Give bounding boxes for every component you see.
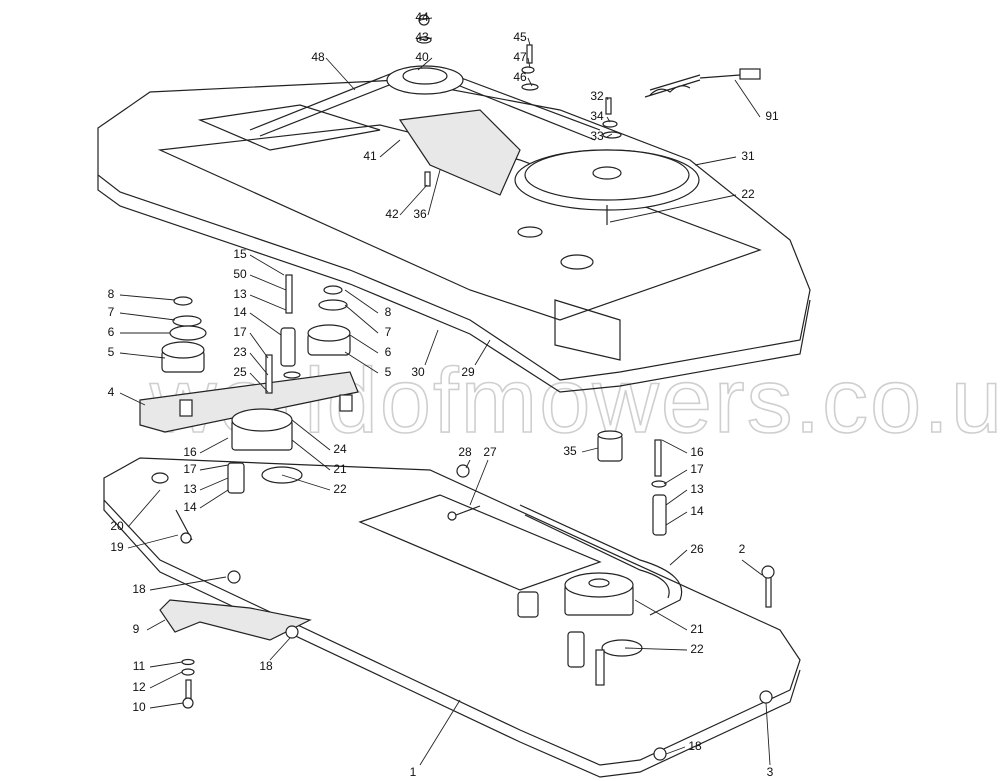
base-plate bbox=[103, 457, 801, 778]
callout: 8 bbox=[385, 305, 392, 319]
callout: 18 bbox=[688, 739, 702, 753]
callout: 47 bbox=[513, 50, 527, 64]
callout: 3 bbox=[767, 765, 774, 779]
callout: 13 bbox=[233, 287, 247, 301]
drive-pulleys bbox=[249, 14, 761, 225]
callout: 16 bbox=[183, 445, 197, 459]
callout: 18 bbox=[132, 582, 146, 596]
callout: 4 bbox=[108, 385, 115, 399]
callout: 5 bbox=[385, 365, 392, 379]
callout: 23 bbox=[233, 345, 247, 359]
callout: 13 bbox=[690, 482, 704, 496]
callout: 24 bbox=[333, 442, 347, 456]
callout: 33 bbox=[590, 129, 604, 143]
callout: 48 bbox=[311, 50, 325, 64]
callout: 17 bbox=[233, 325, 247, 339]
bracket-assembly bbox=[139, 274, 359, 451]
callout: 34 bbox=[590, 109, 604, 123]
callout: 14 bbox=[183, 500, 197, 514]
callout: 18 bbox=[259, 659, 273, 673]
callout: 16 bbox=[690, 445, 704, 459]
callout: 42 bbox=[385, 207, 399, 221]
callout: 14 bbox=[233, 305, 247, 319]
leader-lines bbox=[119, 17, 771, 766]
callout: 12 bbox=[132, 680, 146, 694]
callout: 17 bbox=[183, 462, 197, 476]
callout: 21 bbox=[333, 462, 347, 476]
callout: 11 bbox=[133, 659, 146, 673]
callout: 27 bbox=[483, 445, 497, 459]
callout: 6 bbox=[108, 325, 115, 339]
callout: 50 bbox=[233, 267, 247, 281]
callout-labels: 44 43 40 48 45 47 46 32 34 33 91 31 41 4… bbox=[108, 10, 779, 779]
callout: 46 bbox=[513, 70, 527, 84]
callout: 45 bbox=[513, 30, 527, 44]
callout: 22 bbox=[690, 642, 704, 656]
callout: 7 bbox=[108, 305, 115, 319]
callout: 26 bbox=[690, 542, 704, 556]
callout: 30 bbox=[411, 365, 425, 379]
callout: 31 bbox=[741, 149, 755, 163]
callout: 21 bbox=[690, 622, 704, 636]
callout: 44 bbox=[415, 10, 429, 24]
callout: 10 bbox=[132, 700, 146, 714]
callout: 19 bbox=[110, 540, 124, 554]
callout: 14 bbox=[690, 504, 704, 518]
callout: 15 bbox=[233, 247, 247, 261]
callout: 1 bbox=[410, 765, 417, 779]
callout: 5 bbox=[108, 345, 115, 359]
callout: 29 bbox=[461, 365, 475, 379]
callout: 13 bbox=[183, 482, 197, 496]
callout: 91 bbox=[765, 109, 779, 123]
callout: 7 bbox=[385, 325, 392, 339]
callout: 2 bbox=[739, 542, 746, 556]
callout: 25 bbox=[233, 365, 247, 379]
callout: 36 bbox=[413, 207, 427, 221]
callout: 20 bbox=[110, 519, 124, 533]
callout: 32 bbox=[590, 89, 604, 103]
callout: 28 bbox=[458, 445, 472, 459]
callout: 6 bbox=[385, 345, 392, 359]
callout: 17 bbox=[690, 462, 704, 476]
callout: 40 bbox=[415, 50, 429, 64]
callout: 41 bbox=[363, 149, 377, 163]
callout: 9 bbox=[133, 622, 140, 636]
toothed-belt bbox=[175, 430, 775, 761]
callout: 35 bbox=[563, 444, 577, 458]
callout: 8 bbox=[108, 287, 115, 301]
callout: 43 bbox=[415, 30, 429, 44]
callout: 22 bbox=[333, 482, 347, 496]
callout: 22 bbox=[741, 187, 755, 201]
